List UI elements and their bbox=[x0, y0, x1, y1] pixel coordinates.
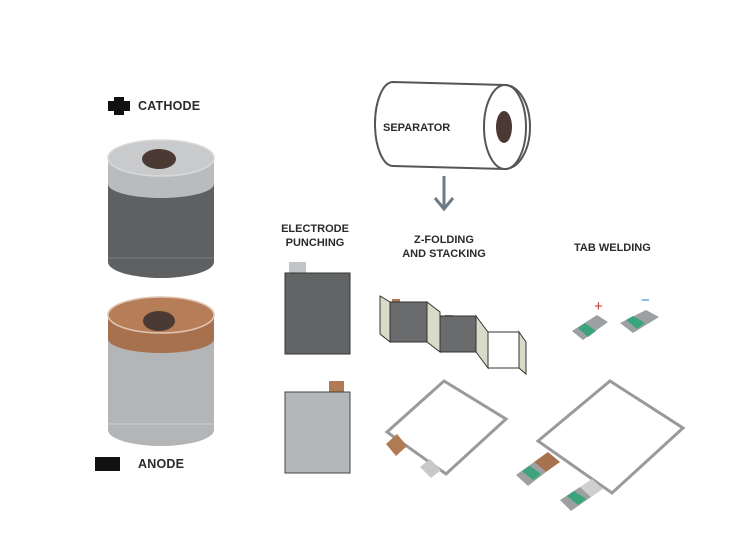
process-arrow bbox=[433, 176, 455, 212]
fold-panel-4 bbox=[439, 315, 477, 353]
stacked-cell bbox=[384, 379, 509, 478]
fold-panel-2 bbox=[389, 301, 428, 343]
fold-panel-5 bbox=[475, 314, 489, 370]
pouch-cell-weld-1 bbox=[522, 466, 541, 480]
anode-roll-core bbox=[143, 311, 175, 331]
cathode-roll-band-bottom bbox=[108, 170, 214, 198]
arrow-head bbox=[433, 197, 455, 212]
z-folding-line1: Z-FOLDING bbox=[414, 234, 474, 246]
z-folded-stack bbox=[379, 295, 527, 376]
anode-sheet-tab bbox=[329, 381, 344, 393]
anode-roll-bottom bbox=[108, 414, 214, 446]
cathode-roll-bottom bbox=[108, 246, 214, 278]
pouch-cell-copper-tab bbox=[534, 452, 560, 472]
punched-anode-sheet bbox=[284, 381, 351, 474]
electrode-punching-line1: ELECTRODE bbox=[281, 223, 349, 235]
negative-tab-weld bbox=[626, 316, 645, 329]
fold-panel-3 bbox=[426, 300, 441, 354]
cathode-sheet-tab bbox=[289, 262, 306, 274]
pouch-cell-weld-2 bbox=[567, 491, 586, 505]
separator-roll bbox=[374, 80, 531, 171]
cathode-symbol-cross bbox=[114, 97, 124, 115]
plus-sign: + bbox=[594, 298, 603, 315]
anode-label: ANODE bbox=[138, 457, 185, 471]
electrode-punching-label: ELECTRODE PUNCHING bbox=[280, 222, 350, 250]
tab-welding-pair bbox=[572, 310, 659, 340]
cathode-symbol bbox=[108, 97, 130, 115]
punched-cathode-sheet bbox=[284, 262, 351, 355]
anode-sheet bbox=[284, 391, 351, 474]
cathode-sheet bbox=[284, 272, 351, 355]
positive-tab-weld bbox=[578, 323, 596, 337]
cathode-roll bbox=[107, 139, 215, 278]
anode-roll bbox=[107, 296, 215, 446]
separator-label: SEPARATOR bbox=[383, 122, 451, 134]
stacked-cell-cathode-tab bbox=[420, 459, 441, 478]
cathode-label: CATHODE bbox=[138, 99, 201, 113]
tab-welding-label: TAB WELDING bbox=[574, 242, 651, 254]
electrode-punching-line2: PUNCHING bbox=[285, 237, 345, 249]
minus-sign: − bbox=[641, 292, 650, 309]
separator-roll-core bbox=[496, 111, 512, 143]
z-folding-label: Z-FOLDING AND STACKING bbox=[396, 233, 492, 261]
pouch-cell-body bbox=[535, 379, 686, 495]
finished-pouch-cell bbox=[516, 379, 686, 511]
stacked-cell-pouch bbox=[384, 379, 509, 476]
anode-roll-band-bottom bbox=[108, 325, 214, 353]
stacked-cell-anode-tab bbox=[386, 434, 407, 456]
fold-panel-1 bbox=[379, 295, 391, 344]
pouch-cell-aluminum-tab bbox=[580, 479, 603, 497]
fold-panel-7 bbox=[518, 330, 527, 376]
cathode-roll-core bbox=[142, 149, 176, 169]
fold-panel-6 bbox=[487, 331, 520, 369]
anode-symbol bbox=[95, 457, 120, 471]
z-folding-line2: AND STACKING bbox=[402, 248, 486, 260]
